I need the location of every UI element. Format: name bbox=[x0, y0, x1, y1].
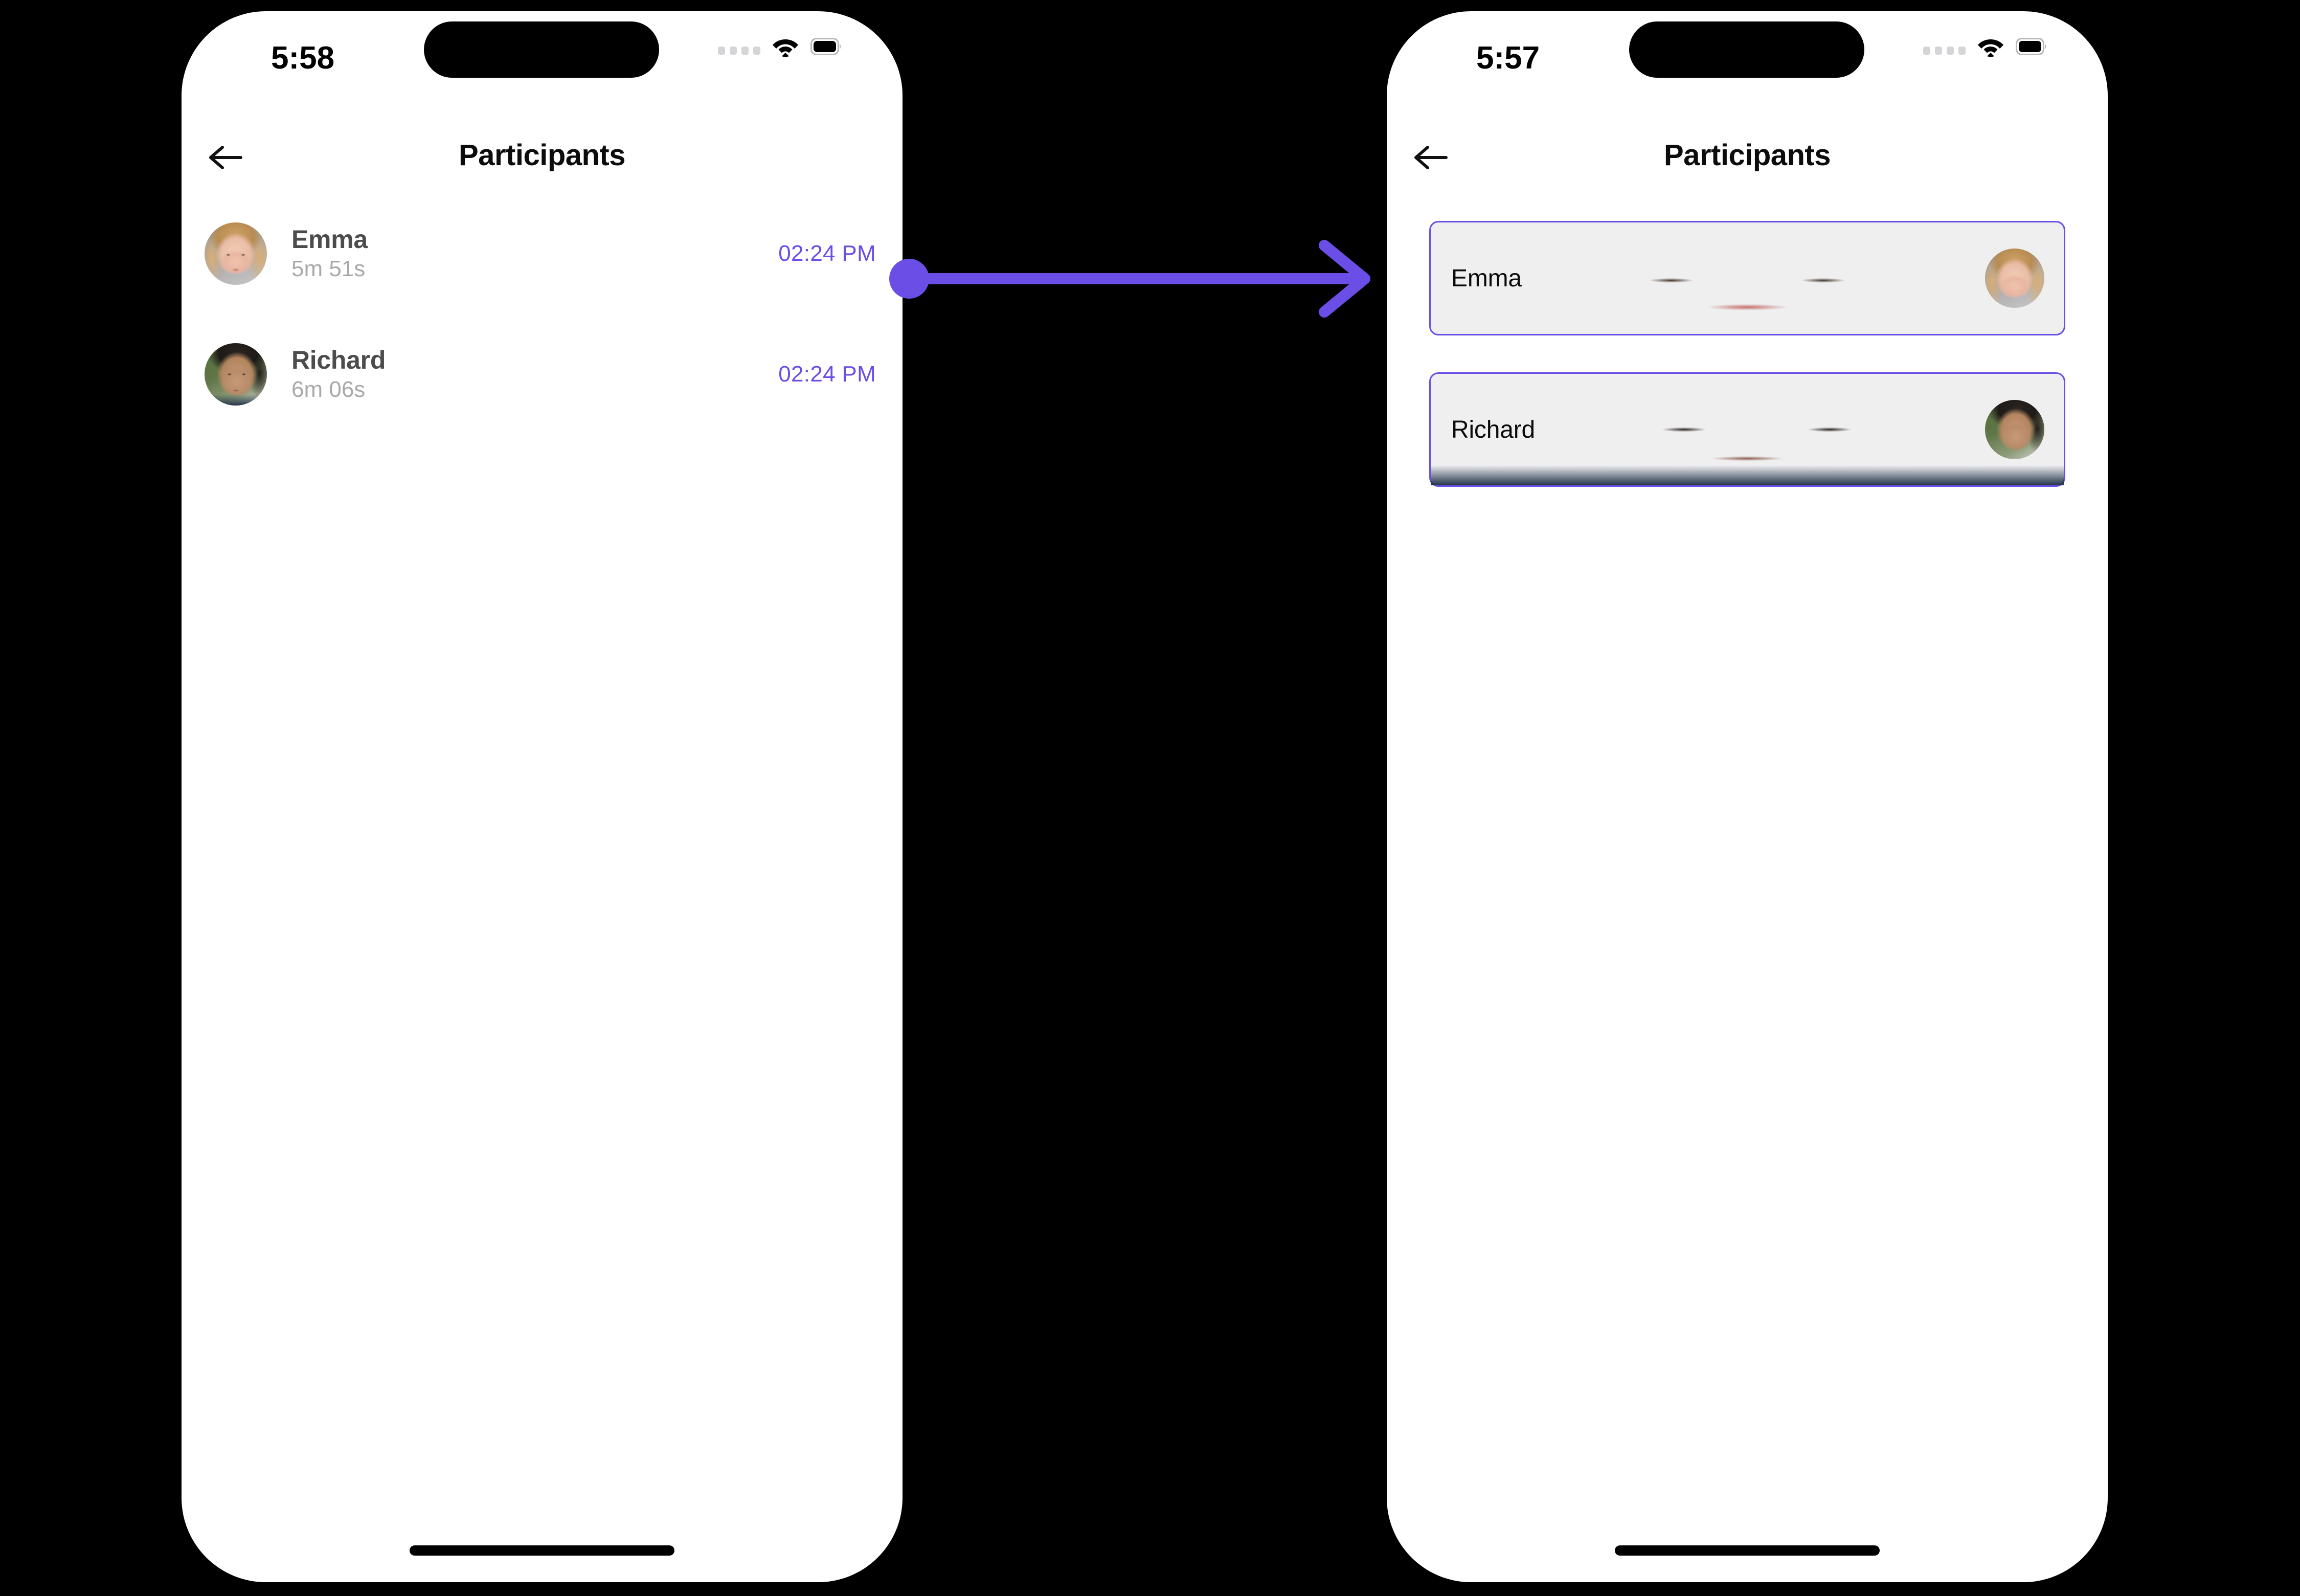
status-bar-right: 5:57 bbox=[1387, 11, 2108, 103]
status-icons bbox=[1923, 36, 2047, 57]
participant-join-time: 02:24 PM bbox=[778, 241, 876, 266]
page-title: Participants bbox=[459, 139, 626, 172]
back-arrow-icon bbox=[209, 146, 242, 169]
status-time: 5:58 bbox=[271, 40, 335, 76]
participant-name: Richard bbox=[291, 346, 386, 375]
participants-card-list: Emma Richard bbox=[1387, 221, 2108, 524]
participant-row-text: Emma 5m 51s bbox=[291, 226, 778, 281]
back-button[interactable] bbox=[199, 136, 252, 179]
participant-row-emma[interactable]: Emma 5m 51s 02:24 PM bbox=[182, 219, 903, 288]
participant-card-richard[interactable]: Richard bbox=[1429, 372, 2065, 487]
status-time: 5:57 bbox=[1476, 40, 1540, 76]
participant-row-richard[interactable]: Richard 6m 06s 02:24 PM bbox=[182, 340, 903, 409]
richard-avatar bbox=[1985, 400, 2044, 459]
signal-dots-icon bbox=[718, 47, 760, 55]
back-arrow-icon bbox=[1414, 146, 1448, 169]
richard-avatar bbox=[205, 343, 267, 406]
back-button[interactable] bbox=[1404, 136, 1457, 179]
emma-avatar bbox=[205, 222, 267, 285]
dynamic-island bbox=[424, 21, 659, 78]
nav-bar-left: Participants bbox=[182, 130, 903, 186]
participant-card-emma[interactable]: Emma bbox=[1429, 221, 2065, 335]
page-title: Participants bbox=[1664, 139, 1831, 172]
signal-dots-icon bbox=[1923, 47, 1966, 55]
transition-arrow bbox=[889, 240, 1370, 318]
phone-screen-left: 5:58 Participants bbox=[182, 11, 903, 1582]
dynamic-island bbox=[1629, 21, 1864, 78]
home-indicator[interactable] bbox=[410, 1545, 674, 1556]
participant-duration: 5m 51s bbox=[291, 256, 366, 282]
arrow-head-icon bbox=[1319, 240, 1370, 318]
phone-screen-right: 5:57 Participants bbox=[1387, 11, 2108, 1582]
participant-row-text: Richard 6m 06s bbox=[291, 347, 778, 402]
participant-name: Emma bbox=[291, 225, 368, 254]
wifi-icon bbox=[1978, 39, 2003, 57]
status-bar-left: 5:58 bbox=[182, 11, 903, 103]
battery-full-icon bbox=[810, 38, 841, 55]
participant-join-time: 02:24 PM bbox=[778, 362, 876, 387]
nav-bar-right: Participants bbox=[1387, 130, 2108, 186]
participants-list: Emma 5m 51s 02:24 PM Richard 6m 06s 02:2… bbox=[182, 219, 903, 460]
participant-duration: 6m 06s bbox=[291, 377, 366, 402]
wifi-icon bbox=[773, 39, 798, 57]
home-indicator[interactable] bbox=[1615, 1545, 1880, 1556]
status-icons bbox=[718, 36, 842, 57]
battery-full-icon bbox=[2016, 38, 2046, 55]
emma-avatar bbox=[1985, 249, 2044, 308]
